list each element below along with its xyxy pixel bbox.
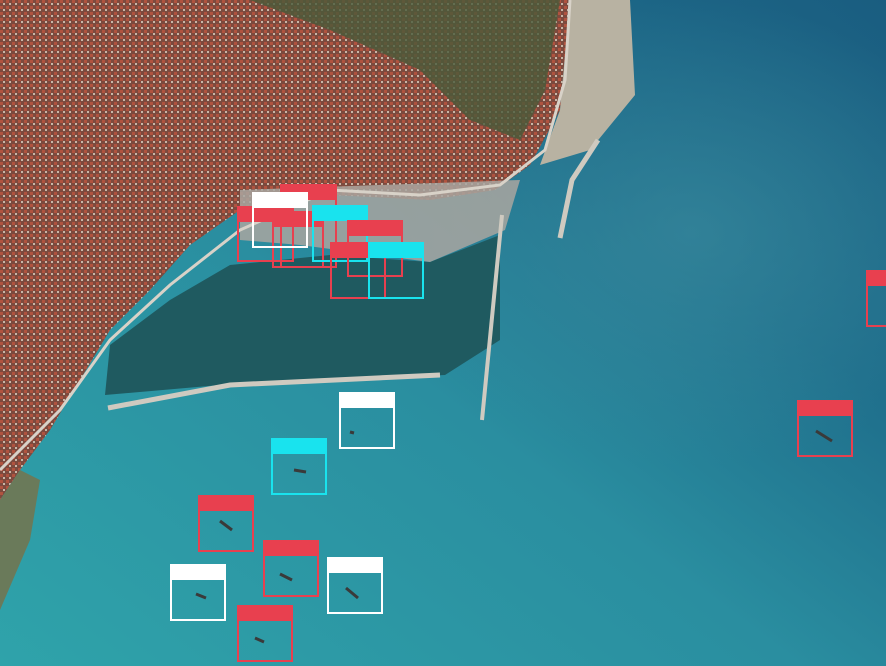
detection-box-red bbox=[797, 400, 853, 457]
detection-box-header bbox=[252, 192, 308, 208]
detection-box-cyan bbox=[368, 242, 424, 299]
detection-box-header bbox=[272, 211, 324, 227]
detection-box-white bbox=[339, 392, 395, 449]
detection-box-red bbox=[272, 211, 324, 268]
detection-box-header bbox=[312, 205, 368, 221]
detection-box-header bbox=[797, 400, 853, 416]
detection-box-red bbox=[237, 605, 293, 662]
hillside-vegetation bbox=[250, 0, 560, 140]
detection-box-header bbox=[347, 220, 403, 236]
east-breakwater bbox=[480, 214, 504, 421]
detection-box-header bbox=[170, 564, 226, 580]
groyne bbox=[557, 138, 601, 239]
detection-box-red bbox=[263, 540, 319, 597]
south-shore bbox=[0, 470, 40, 610]
coastal-strip bbox=[540, 0, 635, 165]
detection-box-red bbox=[866, 270, 886, 327]
detection-box-white bbox=[327, 557, 383, 614]
detection-box-header bbox=[339, 392, 395, 408]
ships bbox=[195, 429, 833, 644]
detection-box-red bbox=[198, 495, 254, 552]
detection-box-cyan bbox=[271, 438, 327, 495]
detection-box-header bbox=[866, 270, 886, 286]
detection-box-header bbox=[198, 495, 254, 511]
detection-box-header bbox=[263, 540, 319, 556]
detection-box-white bbox=[170, 564, 226, 621]
detection-box-header bbox=[368, 242, 424, 258]
detection-box-header bbox=[271, 438, 327, 454]
detection-box-header bbox=[327, 557, 383, 573]
detection-box-header bbox=[237, 605, 293, 621]
main-breakwater bbox=[107, 372, 441, 411]
land-city bbox=[0, 0, 570, 500]
detection-box-white bbox=[252, 192, 308, 248]
